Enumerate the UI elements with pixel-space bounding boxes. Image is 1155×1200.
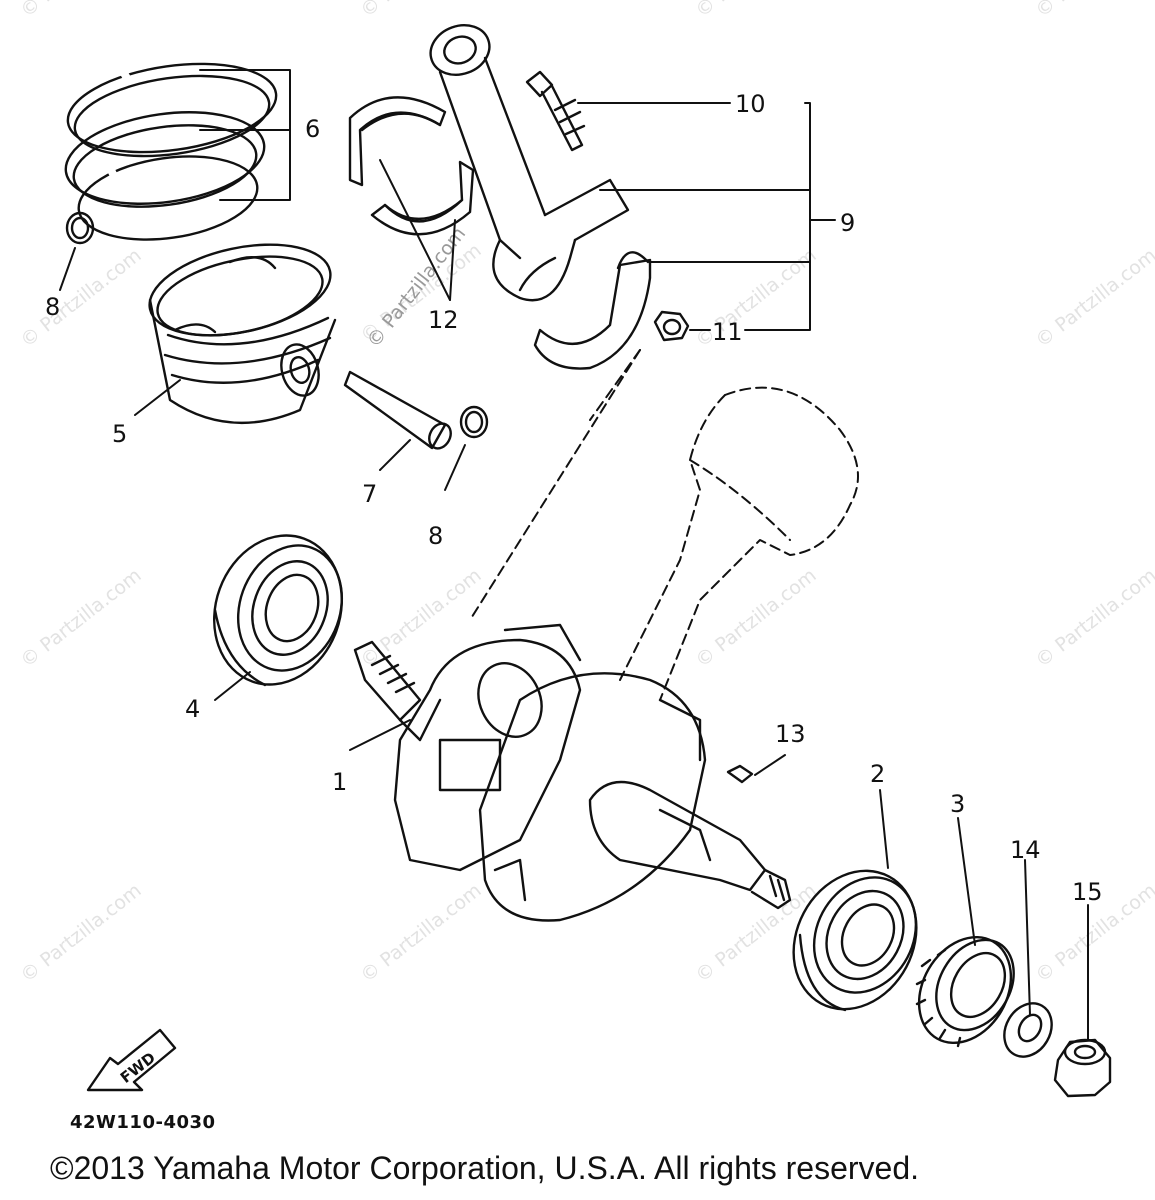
piston-rings[interactable] [60,52,282,250]
callout-7[interactable]: 7 [362,480,377,508]
callout-labels: 1 2 3 4 5 6 7 8 8 9 10 11 12 13 14 15 [45,90,1103,906]
callout-10[interactable]: 10 [735,90,766,118]
rod-bolt[interactable] [525,70,586,152]
callout-13[interactable]: 13 [775,720,806,748]
leader-lines [59,69,836,491]
circlip-left[interactable] [65,211,95,245]
washer[interactable] [995,995,1061,1065]
callout-5[interactable]: 5 [112,420,127,448]
ball-bearing-right[interactable] [770,849,940,1031]
diagram-code: 42W110-4030 [70,1112,216,1133]
callout-14[interactable]: 14 [1010,836,1041,864]
rod-nut[interactable] [653,310,690,342]
crank-nut[interactable] [1053,1038,1112,1098]
forward-arrow-icon: FWD [86,1028,177,1092]
woodruff-key[interactable] [726,764,754,784]
ball-bearing-left[interactable] [194,517,363,702]
primary-drive-gear[interactable] [901,921,1030,1060]
phantom-rod-outline [469,349,859,701]
callout-8-right[interactable]: 8 [428,522,443,550]
copyright-notice: ©2013 Yamaha Motor Corporation, U.S.A. A… [50,1150,920,1186]
callout-2[interactable]: 2 [870,760,885,788]
plane-bearing-shells[interactable] [348,96,475,236]
callout-1[interactable]: 1 [332,768,347,796]
circlip-right[interactable] [459,405,489,439]
leader-lines-lower [214,671,1089,1041]
callout-8-left[interactable]: 8 [45,293,60,321]
crankshaft[interactable] [353,623,792,922]
callout-9[interactable]: 9 [840,209,855,237]
callout-15[interactable]: 15 [1072,878,1103,906]
connecting-rod[interactable] [424,17,630,302]
callout-4[interactable]: 4 [185,695,200,723]
callout-3[interactable]: 3 [950,790,965,818]
callout-6[interactable]: 6 [305,115,320,143]
piston[interactable] [141,230,338,425]
piston-pin[interactable] [343,370,455,452]
callout-12[interactable]: 12 [428,306,459,334]
connecting-rod-cap[interactable] [533,251,652,370]
callout-11[interactable]: 11 [712,318,743,346]
